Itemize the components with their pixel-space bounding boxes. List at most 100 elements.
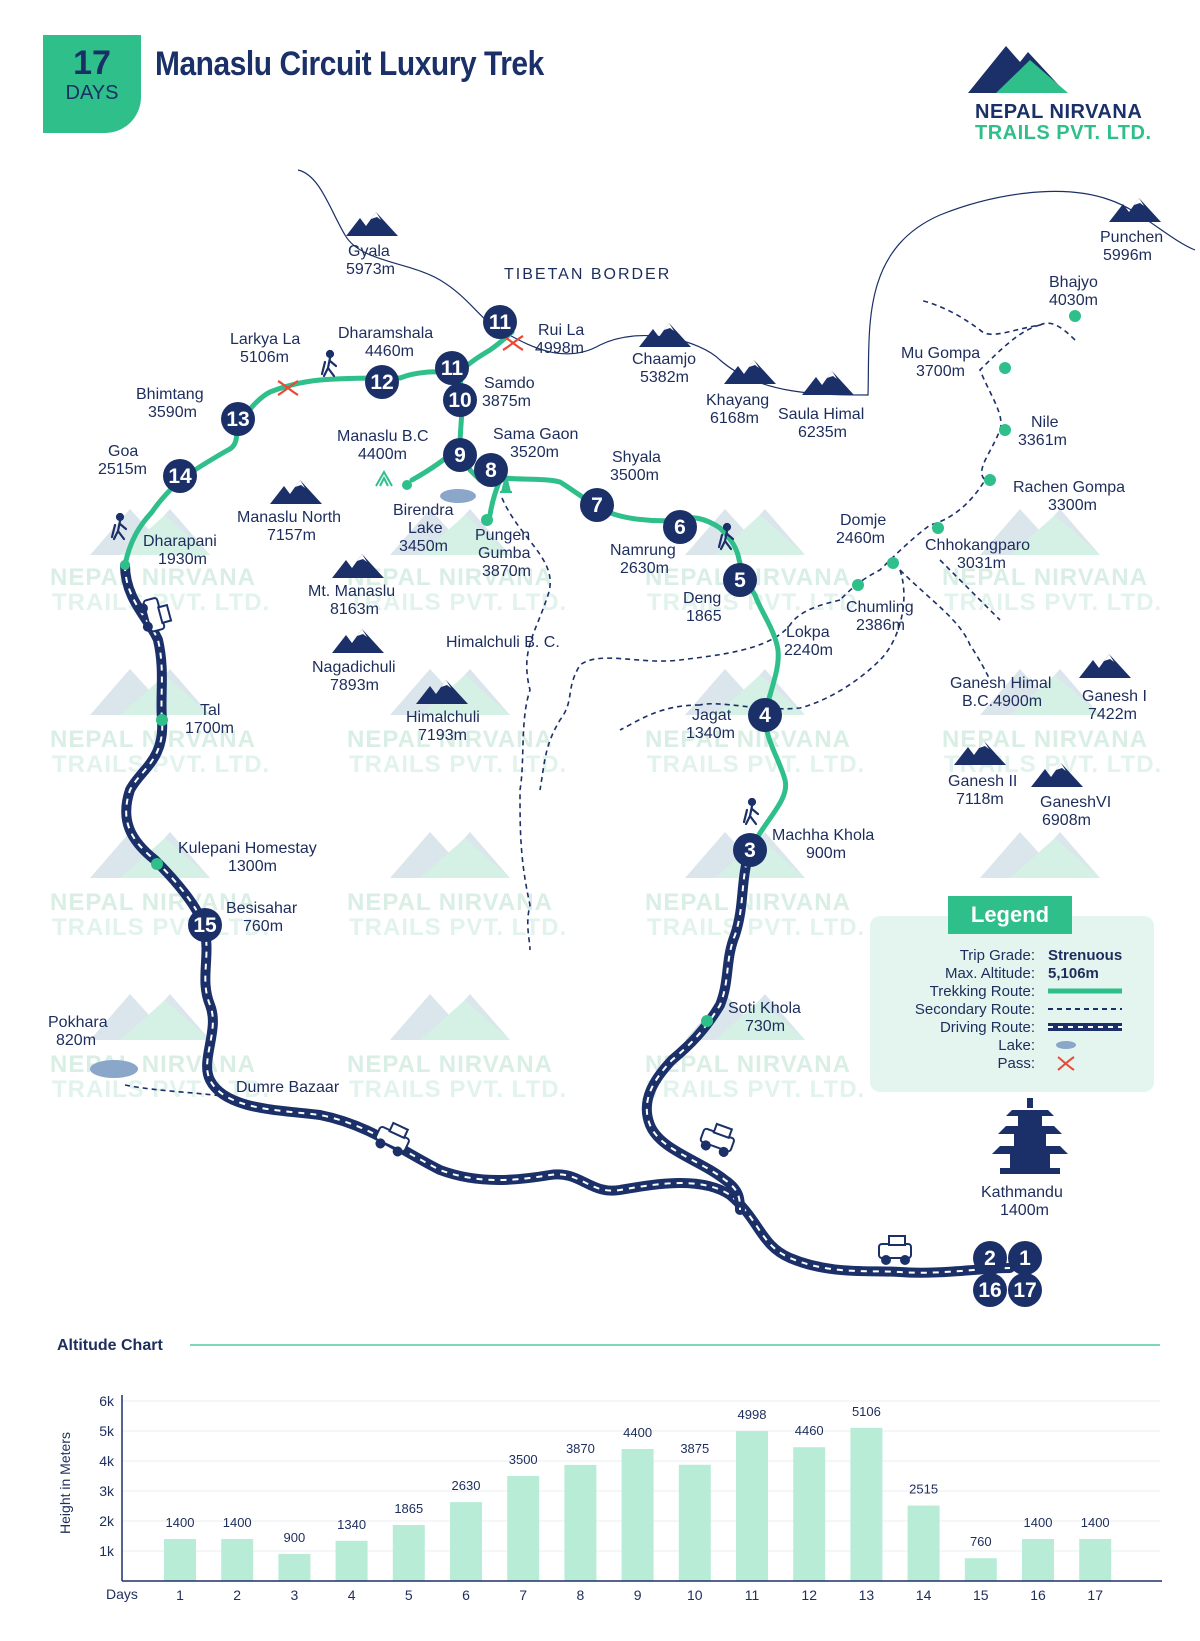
peak-name: Himalchuli [406,709,480,726]
x-tick-label: 15 [973,1587,989,1603]
place-alt: 1700m [185,720,234,737]
place-name: Himalchuli B. C. [446,634,560,651]
legend-alt-label: Max. Altitude: [945,965,1035,982]
peak-alt: 8163m [330,601,379,618]
place-alt: 5106m [240,349,289,366]
place-alt: Lake [408,520,443,537]
place-alt: Gumba [478,545,531,562]
chart-ylabel: Height in Meters [57,1432,73,1534]
jeep-icon [374,1121,410,1157]
bar-day-14 [907,1505,940,1581]
station-number: 8 [485,459,497,482]
place-alt: 2460m [836,530,885,547]
place-name: 3450m [399,538,448,555]
legend-secondary-label: Secondary Route: [915,1001,1035,1018]
station-number: 1 [1019,1247,1031,1270]
place-name: Soti Khola [728,1000,801,1017]
bar-day-5 [392,1525,425,1581]
peak-labels: Gyala 5973m Punchen 5996m Chaamjo 5382m … [237,229,1163,829]
station-number: 3 [744,839,756,862]
x-tick-label: 13 [859,1587,875,1603]
place-alt: 730m [745,1018,785,1035]
bar-day-3 [278,1554,311,1581]
place-name: Birendra [393,502,454,519]
bar-value-label: 5106 [852,1404,881,1419]
jeep-icon [699,1122,735,1157]
legend-lake-swatch [1056,1041,1076,1049]
y-tick-label: 2k [99,1513,115,1529]
peak-name: Mt. Manaslu [308,583,395,600]
station-number: 10 [448,389,471,412]
chart-title: Altitude Chart [57,1337,163,1354]
place-alt: 3590m [148,404,197,421]
peak-name: Nagadichuli [312,659,396,676]
bar-day-8 [564,1464,597,1581]
station-markers: 1 17 2 16 3 4 5 6 7 8 9 10 11 11 12 13 1… [163,305,1042,1307]
x-tick-label: 3 [291,1587,299,1603]
place-name: Namrung [610,542,676,559]
x-tick-label: 16 [1030,1587,1046,1603]
mountain-icon [802,371,854,395]
place-alt: 2240m [784,642,833,659]
legend-driving-label: Driving Route: [940,1019,1035,1036]
watermark-text: TRAILS PVT. LTD. [349,751,567,778]
bar-day-13 [850,1427,883,1581]
mountain-icon [346,212,398,236]
bar-value-label: 2515 [909,1482,938,1497]
station-number: 11 [441,357,464,380]
place-name: Lokpa [786,624,830,641]
place-name: Nile [1031,414,1059,431]
peak-name: Punchen [1100,229,1163,246]
bar-day-17 [1079,1539,1112,1581]
place-alt: 3031m [957,555,1006,572]
chart-xlabel: Days [106,1586,138,1602]
x-tick-label: 1 [176,1587,184,1603]
place-name: Rui La [538,322,584,339]
place-name: Dharapani [143,533,217,550]
x-tick-label: 6 [462,1587,470,1603]
watermark-text: TRAILS PVT. LTD. [349,589,567,616]
station-number: 6 [674,516,686,539]
place-alt: 2515m [98,461,147,478]
days-label: DAYS [65,82,119,104]
bar-value-label: 4400 [623,1425,652,1440]
watermark-text: TRAILS PVT. LTD. [52,914,270,941]
place-name: Chumling [846,599,914,616]
bar-value-label: 1400 [223,1515,252,1530]
lake-icon [440,489,476,503]
bar-value-label: 1400 [1081,1515,1110,1530]
watermark-text: TRAILS PVT. LTD. [349,914,567,941]
x-tick-label: 17 [1087,1587,1103,1603]
watermark-text: TRAILS PVT. LTD. [349,1076,567,1103]
bar-value-label: 4460 [795,1423,824,1438]
place-alt: 4030m [1049,292,1098,309]
peak-alt: 5973m [346,261,395,278]
peak-name: Ganesh II [948,773,1017,790]
watermark-text: NEPAL NIRVANA [50,1051,256,1078]
bar-value-label: 3500 [509,1452,538,1467]
logo-line1: NEPAL NIRVANA [975,101,1143,123]
watermark-text: TRAILS PVT. LTD. [944,589,1162,616]
legend-grade-label: Trip Grade: [960,947,1035,964]
route-node-dots [120,310,1081,1027]
mountain-icon [1109,198,1161,222]
place-name: Shyala [612,449,661,466]
mountain-icon [724,360,776,384]
place-alt: 2630m [620,560,669,577]
mountain-icon [1079,654,1131,678]
peak-alt: 6235m [798,424,847,441]
peak-alt: 5382m [640,369,689,386]
lake-icon [90,1060,138,1078]
x-tick-label: 2 [233,1587,241,1603]
place-name: Rachen Gompa [1013,479,1125,496]
page-title: Manaslu Circuit Luxury Trek [155,45,544,83]
legend-title: Legend [971,902,1049,927]
watermark-text: NEPAL NIRVANA [942,726,1148,753]
bar-day-1 [164,1539,196,1581]
place-alt: 4400m [358,446,407,463]
legend-pass-swatch [1057,1056,1075,1071]
place-name: Domje [840,512,886,529]
place-name: Pokhara [48,1014,108,1031]
place-alt: B.C.4900m [962,693,1042,710]
peak-name: GaneshVI [1040,794,1111,811]
